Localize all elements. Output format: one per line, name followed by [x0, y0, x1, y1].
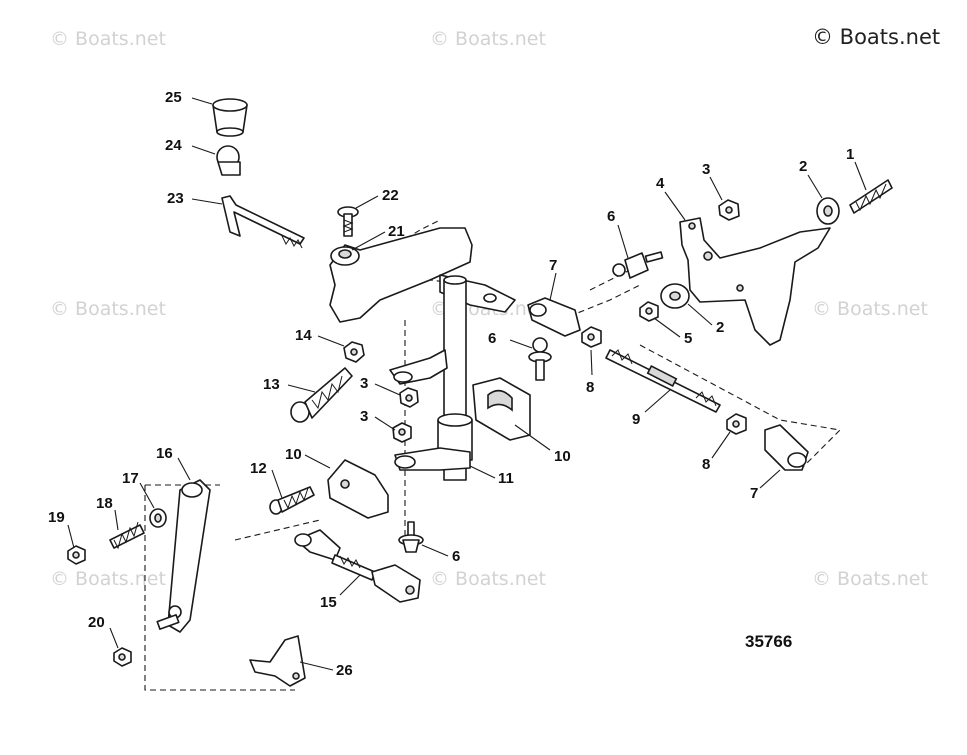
- part-15-link: [294, 529, 421, 603]
- part-25-bushing: [212, 98, 248, 137]
- part-5-nut: [639, 301, 659, 322]
- part-10-block: [472, 377, 531, 441]
- part-23-link-rod: [221, 195, 305, 249]
- watermark: © Boats.net: [50, 28, 166, 50]
- part-6-stud: [528, 337, 552, 381]
- part-21-throttle-arm: [329, 227, 516, 323]
- part-2-washer: [660, 283, 690, 309]
- callout-label: 16: [156, 445, 173, 462]
- part-11-lever-arm: [394, 447, 471, 471]
- part-3-nut: [392, 422, 412, 443]
- callout-label: 7: [549, 257, 557, 274]
- copyright-text: © Boats.net: [812, 25, 940, 49]
- callout-label: 6: [607, 208, 615, 225]
- part-22-screw: [337, 206, 359, 237]
- part-16-lever: [156, 479, 211, 633]
- part-18-screw: [109, 521, 145, 550]
- callout-label: 1: [846, 146, 854, 163]
- callout-label: 22: [382, 187, 399, 204]
- callout-label: 6: [488, 330, 496, 347]
- leader-lines: [67, 97, 867, 671]
- part-4-bracket: [679, 217, 831, 346]
- part-12-screw: [269, 486, 315, 515]
- part-9-rod: [605, 349, 721, 413]
- callout-label: 21: [388, 223, 405, 240]
- callout-label: 20: [88, 614, 105, 631]
- part-8-nut: [726, 413, 747, 435]
- callout-label: 5: [684, 330, 692, 347]
- watermark: © Boats.net: [430, 28, 546, 50]
- part-6-stud: [398, 521, 424, 553]
- callout-label: 8: [702, 456, 710, 473]
- part-3-nut: [718, 199, 740, 221]
- part-upper-lever: [389, 349, 448, 385]
- part-1-screw: [849, 179, 893, 214]
- callout-label: 2: [716, 319, 724, 336]
- callout-label: 3: [360, 375, 368, 392]
- callout-label: 10: [554, 448, 571, 465]
- callout-label: 4: [656, 175, 665, 192]
- callout-label: 8: [586, 379, 594, 396]
- part-10-block: [327, 459, 389, 519]
- callout-label: 3: [360, 408, 368, 425]
- part-6-stud: [612, 251, 664, 279]
- callout-label: 14: [295, 327, 312, 344]
- callout-label: 25: [165, 89, 182, 106]
- watermark: © Boats.net: [812, 298, 928, 320]
- part-7-link-end: [764, 424, 809, 471]
- part-24-ball-socket: [216, 145, 241, 176]
- callout-label: 11: [498, 470, 514, 487]
- part-14-nut: [343, 341, 365, 363]
- part-3-nut: [399, 387, 419, 408]
- watermark: © Boats.net: [812, 568, 928, 590]
- callout-label: 23: [167, 190, 184, 207]
- part-20-nut: [113, 647, 132, 667]
- callout-label: 17: [122, 470, 139, 487]
- watermark: © Boats.net: [50, 298, 166, 320]
- callout-label: 9: [632, 411, 640, 428]
- callout-label: 10: [285, 446, 302, 463]
- part-26-bracket: [249, 635, 306, 687]
- watermark: © Boats.net: [430, 568, 546, 590]
- callout-label: 12: [250, 460, 267, 477]
- part-2-washer: [816, 197, 840, 225]
- callout-labels: 25 24 23 22 21 14 13 3 3 10 12 16 17 18 …: [48, 89, 854, 679]
- part-8-nut: [581, 326, 602, 348]
- watermark: © Boats.net: [50, 568, 166, 590]
- callout-label: 7: [750, 485, 758, 502]
- part-17-washer: [149, 508, 167, 528]
- callout-label: 15: [320, 594, 337, 611]
- callout-label: 2: [799, 158, 807, 175]
- callout-label: 24: [165, 137, 182, 154]
- callout-label: 13: [263, 376, 280, 393]
- callout-label: 6: [452, 548, 460, 565]
- callout-label: 19: [48, 509, 65, 526]
- figure-number: 35766: [745, 632, 792, 651]
- callout-label: 3: [702, 161, 710, 178]
- part-7-link-end: [527, 297, 581, 337]
- callout-label: 26: [336, 662, 353, 679]
- callout-label: 18: [96, 495, 113, 512]
- part-13-screw: [290, 367, 353, 423]
- part-19-nut: [67, 545, 86, 565]
